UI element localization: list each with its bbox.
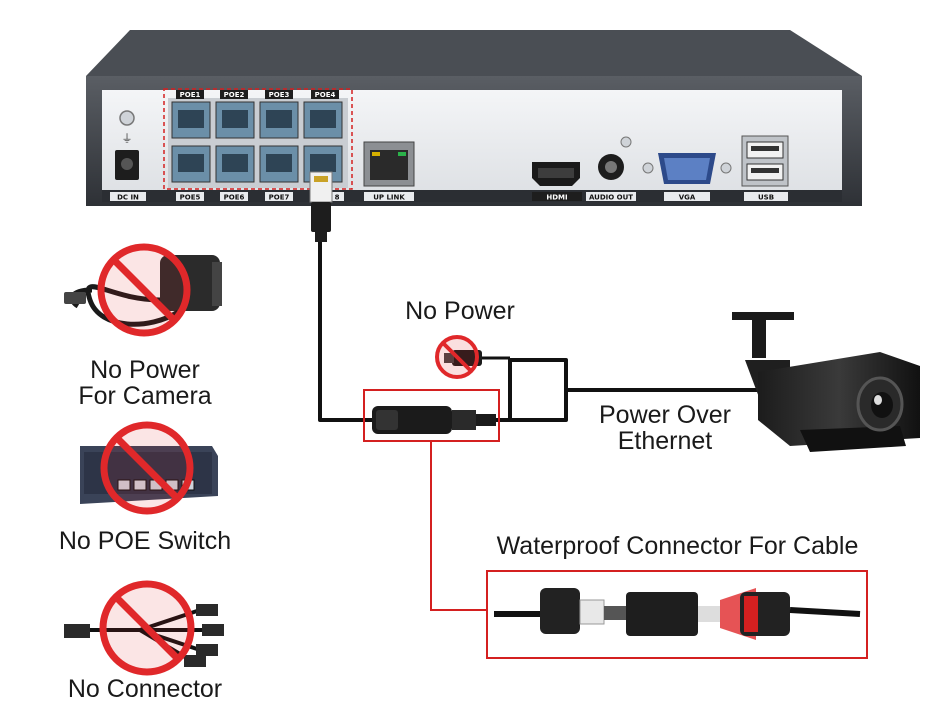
no-power-label: No Power	[405, 297, 515, 325]
no-poe-switch-label: No POE Switch	[58, 527, 232, 555]
usb-label: USB	[758, 194, 774, 202]
poe-port-block: POE1 POE2 POE3 POE4	[163, 88, 353, 202]
vga-screw-left-icon	[642, 162, 654, 174]
uplink-label: UP LINK	[373, 194, 405, 202]
no-power-prohibit-icon	[435, 335, 479, 379]
audio-out-label: AUDIO OUT	[589, 194, 633, 202]
no-switch-prohibit-icon	[100, 421, 194, 515]
waterproof-label: Waterproof Connector For Cable	[496, 532, 859, 560]
poe1-label: POE1	[180, 91, 201, 99]
rj45-plug	[309, 171, 333, 242]
waterproof-highlight	[486, 570, 868, 659]
ethernet-cable	[318, 238, 372, 422]
waterproof-connector	[486, 570, 868, 659]
ground-screw-icon	[119, 110, 135, 126]
poe6-label: POE6	[224, 194, 245, 202]
nvr-recorder: ⏚ DC IN POE1 POE2 POE3 POE4	[86, 30, 862, 206]
highlight-callout-line	[430, 441, 487, 611]
poe8-label: 8	[335, 194, 340, 202]
no-power-camera-label: No Power For Camera	[40, 357, 250, 410]
vga-label: VGA	[679, 194, 696, 202]
power-adapter	[64, 255, 222, 327]
no-connector-prohibit-icon	[99, 580, 195, 676]
bullet-camera	[732, 312, 920, 452]
poe-splitter	[363, 389, 500, 442]
poe-label-line-2: Ethernet	[617, 427, 713, 456]
no-connector-label: No Connector	[67, 675, 223, 703]
nvr-label-strip	[102, 190, 842, 202]
dc-in-hole	[121, 158, 133, 170]
audio-screw-icon	[620, 136, 632, 148]
dc-in-label: DC IN	[117, 194, 139, 202]
poe-label-line-1: Power Over	[599, 401, 731, 429]
hdmi-label: HDMI	[546, 194, 567, 202]
poe-cable-to-camera	[495, 388, 760, 422]
no-adapter-prohibit-icon	[97, 243, 191, 337]
poe2-label: POE2	[224, 91, 245, 99]
no-power-camera-line-2: For Camera	[78, 382, 212, 411]
poe4-label: POE4	[315, 91, 336, 99]
poe3-label: POE3	[269, 91, 290, 99]
cable-network	[318, 238, 760, 422]
poe5-label: POE5	[180, 194, 201, 202]
poe-label: Power Over Ethernet	[570, 402, 760, 455]
nvr-top-lid	[86, 30, 862, 76]
vga-screw-right-icon	[720, 162, 732, 174]
ground-symbol-icon: ⏚	[122, 132, 133, 145]
no-power-camera-line-1: No Power	[90, 356, 200, 384]
poe-ports-highlight	[163, 88, 353, 190]
poe7-label: POE7	[269, 194, 290, 202]
dc-in-tag	[110, 192, 146, 201]
